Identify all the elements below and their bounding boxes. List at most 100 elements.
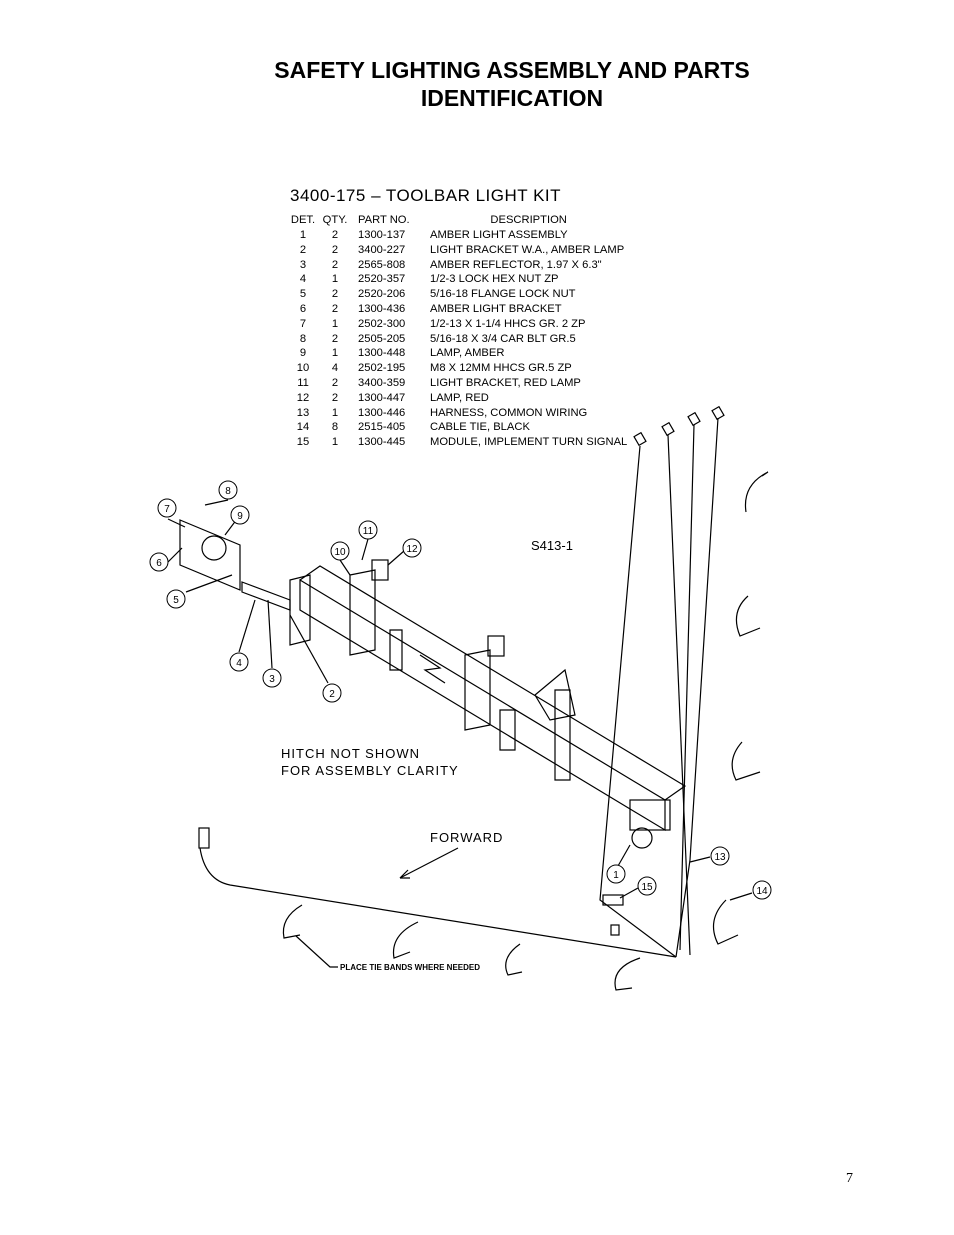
callout-bubble-5 bbox=[166, 589, 186, 609]
cable-tie bbox=[282, 904, 303, 939]
cell-description: MODULE, IMPLEMENT TURN SIGNAL bbox=[430, 436, 628, 449]
cell-qty: 2 bbox=[331, 332, 339, 345]
callout-number-1: 1 bbox=[613, 870, 619, 881]
page-title: SAFETY LIGHTING ASSEMBLY AND PARTS IDENT… bbox=[0, 56, 954, 112]
toolbar-beam-side bbox=[299, 565, 687, 801]
cable-tie bbox=[392, 921, 419, 959]
header-part-no: PART NO. bbox=[358, 213, 410, 226]
cell-description: AMBER REFLECTOR, 1.97 X 6.3" bbox=[430, 258, 602, 271]
tie-band-note: PLACE TIE BANDS WHERE NEEDED bbox=[340, 963, 480, 972]
cell-part-no: 3400-227 bbox=[358, 243, 406, 256]
cell-det: 2 bbox=[299, 243, 307, 256]
callout-bubble-15 bbox=[637, 876, 657, 896]
forward-label: FORWARD bbox=[430, 830, 503, 845]
red-lamp bbox=[371, 559, 389, 581]
cell-part-no: 2520-357 bbox=[358, 273, 406, 286]
callout-bubble-8 bbox=[218, 480, 238, 500]
cell-qty: 2 bbox=[331, 302, 339, 315]
callout-bubble-9 bbox=[230, 505, 250, 525]
cell-description: LAMP, RED bbox=[430, 391, 489, 404]
bracket-strap bbox=[554, 689, 571, 781]
cell-part-no: 1300-137 bbox=[358, 229, 406, 241]
callout-number-3: 3 bbox=[269, 674, 275, 685]
callout-bubble-3 bbox=[262, 668, 282, 688]
page-number: 7 bbox=[846, 1171, 853, 1186]
cell-part-no: 1300-436 bbox=[358, 302, 406, 315]
cell-description: 1/2-13 X 1-1/4 HHCS GR. 2 ZP bbox=[430, 317, 586, 330]
callout-leader bbox=[361, 538, 369, 561]
cell-description: CABLE TIE, BLACK bbox=[430, 421, 530, 434]
cell-part-no: 2505-205 bbox=[358, 332, 406, 345]
harness-connector bbox=[633, 431, 647, 447]
cell-det: 11 bbox=[297, 376, 309, 389]
cell-det: 5 bbox=[299, 288, 307, 301]
cell-part-no: 3400-359 bbox=[358, 376, 406, 389]
cell-qty: 2 bbox=[331, 376, 339, 389]
cell-det: 6 bbox=[299, 302, 307, 315]
cell-det: 14 bbox=[296, 421, 310, 434]
kit-title: 3400-175 – TOOLBAR LIGHT KIT bbox=[290, 186, 562, 205]
cell-det: 12 bbox=[296, 391, 310, 404]
callout-number-6: 6 bbox=[156, 558, 162, 569]
cell-qty: 8 bbox=[331, 421, 339, 434]
cell-qty: 1 bbox=[331, 273, 339, 286]
header-det: DET. bbox=[290, 213, 316, 226]
cell-part-no: 2502-300 bbox=[358, 317, 406, 330]
callout-leader bbox=[339, 559, 351, 576]
callout-leader bbox=[619, 887, 639, 899]
cell-description: 1/2-3 LOCK HEX NUT ZP bbox=[430, 273, 559, 286]
module-plug bbox=[610, 924, 620, 936]
callout-leader bbox=[387, 550, 405, 566]
toolbar-break bbox=[419, 654, 446, 684]
forward-arrowhead bbox=[399, 869, 410, 879]
cell-qty: 1 bbox=[331, 317, 339, 330]
cell-qty: 1 bbox=[331, 436, 339, 449]
callout-number-12: 12 bbox=[406, 544, 418, 555]
cell-det: 8 bbox=[299, 332, 307, 345]
callout-leader bbox=[689, 856, 711, 863]
amber-lamp bbox=[201, 535, 227, 561]
cell-qty: 1 bbox=[331, 347, 339, 360]
callout-bubble-6 bbox=[149, 552, 169, 572]
cell-description: AMBER LIGHT ASSEMBLY bbox=[430, 229, 568, 241]
cell-qty: 2 bbox=[331, 288, 339, 301]
callout-number-5: 5 bbox=[173, 595, 179, 606]
parts-table-header-row: DET. QTY. PART NO. DESCRIPTION bbox=[288, 212, 627, 228]
harness-connector bbox=[661, 421, 675, 437]
cell-part-no: 2502-195 bbox=[358, 362, 406, 375]
red-lamp bbox=[487, 635, 505, 657]
cell-description: M8 X 12MM HHCS GR.5 ZP bbox=[430, 362, 572, 375]
light-bracket-amber bbox=[289, 574, 311, 646]
callout-number-2: 2 bbox=[329, 689, 335, 700]
callout-leader bbox=[167, 518, 186, 528]
callout-leader bbox=[238, 599, 256, 653]
cell-description: LAMP, AMBER bbox=[430, 347, 505, 360]
bracket-strap bbox=[499, 709, 516, 751]
callout-number-13: 13 bbox=[714, 852, 726, 863]
amber-reflector bbox=[241, 581, 291, 611]
red-light-bracket bbox=[464, 649, 491, 731]
cable-tie bbox=[744, 471, 769, 513]
cell-description: HARNESS, COMMON WIRING bbox=[430, 406, 588, 419]
cell-det: 10 bbox=[296, 362, 310, 375]
cell-part-no: 1300-445 bbox=[358, 436, 406, 449]
callout-leader bbox=[729, 892, 753, 901]
callout-number-11: 11 bbox=[363, 526, 374, 537]
amber-light-bracket bbox=[179, 519, 241, 591]
cell-description: 5/16-18 FLANGE LOCK NUT bbox=[430, 288, 576, 301]
cable-tie bbox=[614, 957, 641, 991]
cable-tie bbox=[505, 943, 523, 976]
cell-det: 4 bbox=[299, 273, 307, 286]
